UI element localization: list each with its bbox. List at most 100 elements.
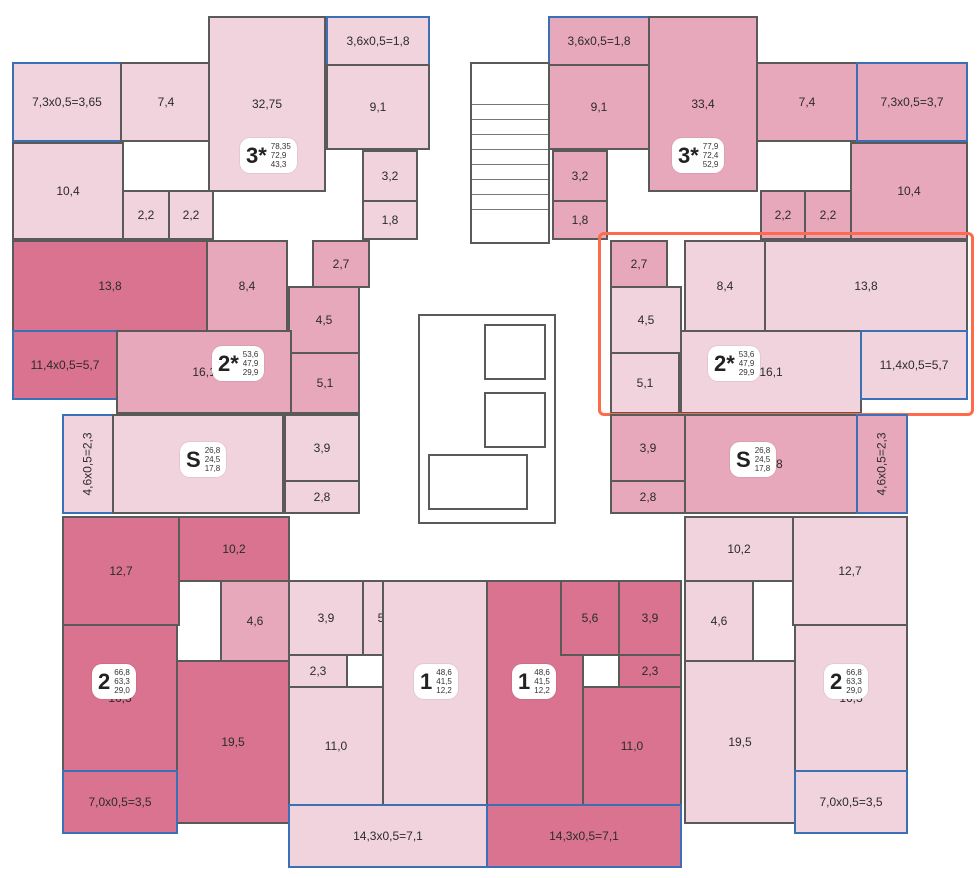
- room-tl-22b: 2,2: [168, 190, 214, 240]
- room-l2-161: 16,1: [116, 330, 292, 414]
- room-c1l-23: 2,3: [288, 654, 348, 688]
- apartment-badge-tr: 3* 77,9 72,4 52,9: [672, 138, 725, 173]
- rooms-count: S: [736, 446, 751, 472]
- area-total: 53,6: [738, 350, 755, 359]
- room-rs-balcony: 4,6x0,5=2,3: [856, 414, 908, 514]
- apartment-badge-tl: 3* 78,35 72,9 43,3: [240, 138, 297, 173]
- area-reduced: 72,9: [270, 151, 287, 160]
- apartment-badge-l2: 2* 53,6 47,9 29,9: [212, 346, 265, 381]
- room-tr-bath32: 3,2: [552, 150, 608, 202]
- apartment-badge-r2: 2* 53,6 47,9 29,9: [708, 346, 761, 381]
- room-c1r-110: 11,0: [582, 686, 682, 806]
- room-tl-balcony: 7,3x0,5=3,65: [12, 62, 122, 142]
- room-tl-104: 10,4: [12, 142, 124, 240]
- room-tl-91: 9,1: [326, 64, 430, 150]
- room-tr-balcony: 7,3x0,5=3,7: [856, 62, 968, 142]
- elevator-core: [418, 314, 556, 524]
- room-l2-84: 8,4: [206, 240, 288, 332]
- room-c1r-balcony: 14,3x0,5=7,1: [486, 804, 682, 868]
- room-c1r-39: 3,9: [618, 580, 682, 656]
- room-tr-balcony2: 3,6x0,5=1,8: [548, 16, 650, 66]
- room-r2-balcony: 11,4x0,5=5,7: [860, 330, 968, 400]
- area-total: 66,8: [846, 668, 862, 677]
- rooms-count: S: [186, 446, 201, 472]
- room-lb-46: 4,6: [220, 580, 290, 662]
- area-total: 26,8: [754, 446, 771, 455]
- room-lb-127: 12,7: [62, 516, 180, 626]
- room-rb-127: 12,7: [792, 516, 908, 626]
- area-living: 29,0: [114, 686, 130, 695]
- staircase-top: [470, 62, 550, 244]
- room-l2-51: 5,1: [290, 352, 360, 414]
- apartment-badge-ls: S 26,8 24,5 17,8: [180, 442, 227, 477]
- room-lb-balcony: 7,0x0,5=3,5: [62, 770, 178, 834]
- room-rb-balcony: 7,0x0,5=3,5: [794, 770, 908, 834]
- area-living: 43,3: [270, 160, 287, 169]
- area-reduced: 47,9: [242, 359, 259, 368]
- room-c1l-110: 11,0: [288, 686, 384, 806]
- room-r2-51: 5,1: [610, 352, 680, 414]
- rooms-count: 3*: [246, 142, 267, 168]
- rooms-count: 1: [420, 668, 433, 694]
- area-values: 48,6 41,5 12,2: [436, 668, 452, 695]
- area-reduced: 24,5: [754, 455, 771, 464]
- rooms-count: 1: [518, 668, 531, 694]
- room-tl-22a: 2,2: [122, 190, 170, 240]
- area-total: 53,6: [242, 350, 259, 359]
- area-values: 78,35 72,9 43,3: [271, 142, 291, 169]
- rooms-count: 2: [830, 668, 843, 694]
- area-reduced: 63,3: [846, 677, 862, 686]
- room-rs-28: 2,8: [610, 480, 686, 514]
- room-ls-balcony: 4,6x0,5=2,3: [62, 414, 114, 514]
- room-r2-27: 2,7: [610, 240, 668, 288]
- rooms-count: 2*: [714, 350, 735, 376]
- area-values: 26,8 24,5 17,8: [205, 446, 221, 473]
- apartment-badge-c1r: 1 48,6 41,5 12,2: [512, 664, 556, 699]
- area-values: 53,6 47,9 29,9: [739, 350, 755, 377]
- apartment-badge-c1l: 1 48,6 41,5 12,2: [414, 664, 458, 699]
- room-tl-wc18: 1,8: [362, 200, 418, 240]
- room-rb-102: 10,2: [684, 516, 794, 582]
- area-living: 29,9: [738, 368, 755, 377]
- area-total: 48,6: [534, 668, 550, 677]
- area-total: 77,9: [702, 142, 719, 151]
- area-total: 66,8: [114, 668, 130, 677]
- area-total: 48,6: [436, 668, 452, 677]
- room-lb-195: 19,5: [176, 660, 290, 824]
- area-total: 78,35: [270, 142, 291, 151]
- room-tl-balcony2: 3,6x0,5=1,8: [326, 16, 430, 66]
- room-rb-195: 19,5: [684, 660, 796, 824]
- room-tr-22b: 2,2: [804, 190, 852, 240]
- area-values: 77,9 72,4 52,9: [703, 142, 719, 169]
- room-tr-91: 9,1: [548, 64, 650, 150]
- room-tr-104: 10,4: [850, 142, 968, 240]
- rooms-count: 2*: [218, 350, 239, 376]
- area-total: 26,8: [204, 446, 221, 455]
- room-ls-39: 3,9: [284, 414, 360, 482]
- area-values: 53,6 47,9 29,9: [243, 350, 259, 377]
- area-values: 66,8 63,3 29,0: [846, 668, 862, 695]
- room-r2-84: 8,4: [684, 240, 766, 332]
- room-c1l-39: 3,9: [288, 580, 364, 656]
- room-l2-balcony: 11,4x0,5=5,7: [12, 330, 118, 400]
- area-living: 17,8: [754, 464, 771, 473]
- area-reduced: 47,9: [738, 359, 755, 368]
- room-tl-kitchen: 7,4: [120, 62, 212, 142]
- area-living: 17,8: [204, 464, 221, 473]
- selected-apartment-outline: [598, 232, 974, 416]
- room-rs-balcony-label: 4,6x0,5=2,3: [875, 432, 889, 496]
- room-rb-46: 4,6: [684, 580, 754, 662]
- room-c1r-23: 2,3: [618, 654, 682, 688]
- area-living: 12,2: [534, 686, 550, 695]
- room-tr-kitchen: 7,4: [756, 62, 858, 142]
- rooms-count: 2: [98, 668, 111, 694]
- area-reduced: 72,4: [702, 151, 719, 160]
- area-living: 52,9: [702, 160, 719, 169]
- apartment-badge-lb: 2 66,8 63,3 29,0: [92, 664, 136, 699]
- apartment-badge-rb: 2 66,8 63,3 29,0: [824, 664, 868, 699]
- room-tl-bath32: 3,2: [362, 150, 418, 202]
- room-l2-138: 13,8: [12, 240, 208, 332]
- area-values: 26,8 24,5 17,8: [755, 446, 771, 473]
- room-l2-45: 4,5: [288, 286, 360, 354]
